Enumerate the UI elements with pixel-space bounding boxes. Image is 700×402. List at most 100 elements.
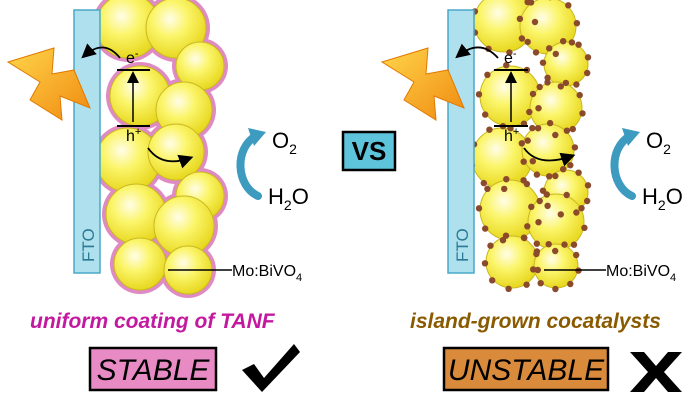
cocatalyst-island: [529, 90, 537, 98]
right-fto-label: FTO: [453, 228, 472, 262]
right-material-label: Mo:BiVO4: [606, 263, 676, 284]
cocatalyst-island: [560, 38, 567, 45]
cocatalyst-island: [484, 185, 491, 192]
cocatalyst-island: [523, 281, 530, 288]
cocatalyst-island: [560, 166, 567, 173]
cocatalyst-island: [534, 125, 542, 132]
cocatalyst-island: [487, 242, 494, 249]
right-electron-label: e-: [504, 48, 517, 67]
cocatalyst-island: [482, 111, 489, 118]
cocatalyst-island: [573, 209, 580, 216]
cocatalyst-island: [584, 197, 591, 205]
cocatalyst-island: [480, 179, 487, 187]
cocatalyst-island: [518, 140, 525, 147]
cocatalyst-island: [565, 2, 572, 9]
cocatalyst-island: [575, 169, 582, 176]
cocatalyst-island: [503, 176, 510, 183]
cocatalyst-island: [489, 277, 496, 284]
left-panel: FTO e- h+ O2 H2O Mo:BiVO4 uniform coatin…: [6, 0, 309, 392]
cocatalyst-island: [524, 137, 531, 144]
cocatalyst-island: [518, 35, 526, 42]
cocatalyst-island: [536, 83, 543, 91]
right-caption: island-grown cocatalysts: [410, 310, 661, 333]
cocatalyst-island: [484, 71, 491, 79]
cocatalyst-island: [526, 108, 533, 116]
left-fto-label: FTO: [79, 228, 98, 262]
cocatalyst-island: [570, 241, 578, 248]
cocatalyst-island: [505, 285, 512, 292]
cocatalyst-island: [573, 251, 580, 259]
cocatalyst-island: [533, 240, 540, 247]
cocatalyst-island: [530, 266, 537, 273]
cocatalyst-island: [573, 81, 580, 88]
cocatalyst-island: [545, 241, 552, 248]
left-hole-transfer-arrow: [147, 147, 194, 169]
cocatalyst-island: [531, 18, 539, 26]
left-reaction-arrow: [236, 132, 262, 200]
versus-badge: VS: [341, 130, 397, 172]
left-electron-label: e-: [126, 48, 139, 67]
cocatalyst-island: [578, 205, 585, 212]
right-o2-label: O2: [646, 128, 671, 157]
cocatalyst-island: [563, 127, 571, 134]
cocatalyst-island: [527, 0, 535, 6]
cocatalyst-island: [552, 50, 559, 58]
cocatalyst-island: [569, 125, 576, 133]
cross-icon: [630, 352, 682, 392]
cocatalyst-island: [568, 39, 576, 46]
cocatalyst-island: [544, 79, 551, 86]
cocatalyst-island: [520, 158, 527, 165]
cocatalyst-island: [571, 144, 579, 151]
cocatalyst-island: [546, 45, 553, 52]
cocatalyst-island: [584, 54, 592, 61]
right-electron-transfer-arrow: [455, 43, 499, 59]
cocatalyst-island: [561, 241, 568, 248]
unstable-label: UNSTABLE: [448, 354, 605, 387]
cocatalyst-island: [552, 131, 559, 139]
cocatalyst-island: [536, 197, 543, 205]
cocatalyst-island: [523, 180, 531, 188]
cocatalyst-island: [475, 205, 483, 212]
check-icon: [242, 344, 300, 392]
cocatalyst-island: [567, 162, 574, 169]
cocatalyst-island: [563, 191, 570, 199]
cocatalyst-island: [529, 124, 536, 132]
right-panel: FTO e- h+ O2 H2O Mo:BiVO4 island-grown c…: [380, 0, 683, 392]
right-h2o-label: H2O: [642, 184, 683, 213]
cocatalyst-island: [573, 20, 581, 27]
cocatalyst-island: [475, 91, 483, 98]
right-reaction-arrowhead: [622, 128, 640, 146]
left-particle-stack: [92, 0, 228, 298]
cocatalyst-island: [524, 38, 531, 46]
cocatalyst-island: [539, 59, 547, 66]
right-particle-stack: [468, 0, 592, 293]
right-hole-label: h+: [504, 126, 519, 145]
cocatalyst-island: [486, 126, 493, 133]
cocatalyst-island: [584, 69, 591, 77]
cocatalyst-island: [552, 247, 559, 255]
cocatalyst-island: [544, 74, 551, 82]
bivo4-particle: [113, 237, 167, 291]
left-lightning-icon: [6, 47, 91, 121]
left-material-label: Mo:BiVO4: [232, 263, 302, 284]
left-h2o-label: H2O: [268, 184, 309, 213]
cocatalyst-island: [533, 171, 541, 178]
cocatalyst-island: [581, 224, 588, 231]
cocatalyst-island: [521, 234, 528, 242]
versus-label: VS: [352, 136, 387, 166]
cocatalyst-island: [482, 225, 489, 232]
bivo4-particle: [147, 123, 205, 181]
cocatalyst-island: [575, 41, 582, 48]
right-lightning-icon: [380, 47, 465, 121]
cocatalyst-island: [516, 15, 524, 22]
cocatalyst-island: [528, 203, 535, 210]
cocatalyst-island: [532, 49, 540, 56]
left-caption: uniform coating of TANF: [30, 310, 276, 333]
cocatalyst-island: [502, 232, 510, 239]
cocatalyst-island: [552, 172, 559, 180]
left-electron-transfer-arrow: [81, 43, 121, 59]
cocatalyst-island: [567, 280, 574, 288]
cocatalyst-island: [557, 83, 564, 90]
stable-badge: [88, 346, 218, 392]
